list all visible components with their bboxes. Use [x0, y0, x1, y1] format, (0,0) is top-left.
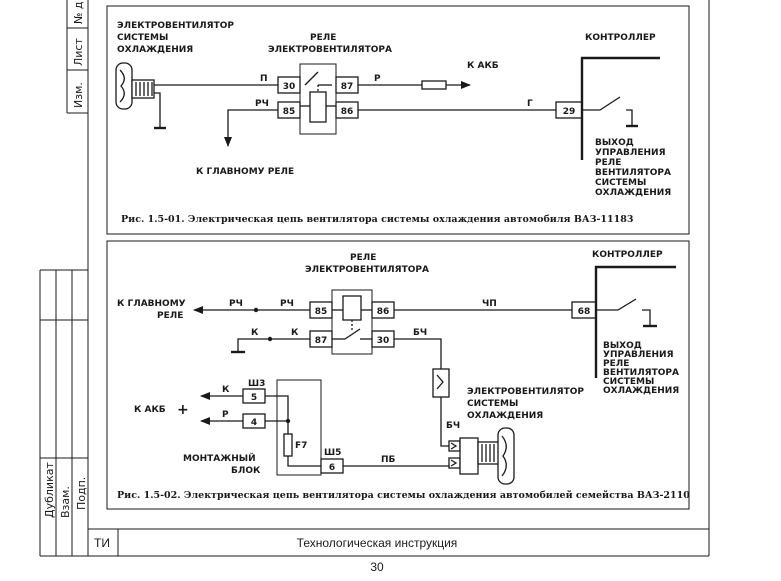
- controller2-label: КОНТРОЛЛЕР: [592, 250, 663, 260]
- stamp-cell-nd: № д: [72, 1, 85, 24]
- relay-label-line1: РЕЛЕ: [310, 33, 336, 43]
- pin2-86: 86: [377, 307, 390, 317]
- output-label-line5: СИСТЕМЫ: [595, 178, 646, 188]
- stamp-cell-vzam: Взам.: [59, 486, 72, 518]
- output-label-line2: УПРАВЛЕНИЯ: [595, 148, 666, 158]
- pin2-68: 68: [578, 307, 591, 317]
- pin-30: 30: [283, 82, 296, 92]
- relay-2: [331, 289, 373, 355]
- pin2-85: 85: [315, 307, 328, 317]
- page-number: 30: [370, 560, 384, 574]
- diagram-2: РЕЛЕ ЭЛЕКТРОВЕНТИЛЯТОРА 85 86 87 30 РЧ Р…: [106, 240, 690, 510]
- relay2-label-line2: ЭЛЕКТРОВЕНТИЛЯТОРА: [305, 265, 429, 275]
- output-label-line6: ОХЛАЖДЕНИЯ: [595, 188, 671, 198]
- relay-label-line2: ЭЛЕКТРОВЕНТИЛЯТОРА: [268, 45, 392, 55]
- main-relay2-line1: К ГЛАВНОМУ: [117, 299, 186, 309]
- wire2-k-a: К: [251, 328, 259, 338]
- pin-29: 29: [563, 107, 576, 117]
- wire-rch-label: РЧ: [255, 99, 269, 109]
- mounting-block: [276, 379, 322, 476]
- output2-line5: СИСТЕМЫ: [603, 377, 654, 387]
- fan2-label-line2: СИСТЕМЫ: [467, 399, 518, 409]
- fuse-icon: [421, 80, 447, 90]
- controller-1: [580, 56, 660, 160]
- stamp-cell-list: Лист: [72, 38, 85, 66]
- fan-label-line2: СИСТЕМЫ: [117, 33, 168, 43]
- pin-86: 86: [341, 107, 354, 117]
- fan-label-line1: ЭЛЕКТРОВЕНТИЛЯТОР: [117, 21, 234, 31]
- output-label-line1: ВЫХОД: [595, 138, 634, 148]
- connector-icon: [432, 368, 450, 398]
- block-label-line2: БЛОК: [231, 466, 261, 476]
- pin2-30: 30: [377, 336, 390, 346]
- main-relay-label: К ГЛАВНОМУ РЕЛЕ: [196, 167, 294, 177]
- relay-1: [299, 63, 337, 135]
- fuse-f7-label: F7: [295, 441, 307, 451]
- controller-2: [594, 265, 676, 378]
- document-frame: [87, 0, 710, 557]
- controller-label: КОНТРОЛЛЕР: [585, 33, 656, 43]
- pin2-87: 87: [315, 336, 328, 346]
- output-label-line4: ВЕНТИЛЯТОРА: [595, 168, 671, 178]
- revision-stamp: № д Лист Изм.: [66, 0, 88, 114]
- output-label-line3: РЕЛЕ: [595, 158, 621, 168]
- output2-line4: ВЕНТИЛЯТОРА: [603, 368, 679, 378]
- footer-code: ТИ: [94, 536, 110, 550]
- stamp-cell-podp: Подп.: [75, 477, 88, 510]
- wire2-bch-a: БЧ: [413, 328, 427, 338]
- fan2-label-line1: ЭЛЕКТРОВЕНТИЛЯТОР: [467, 387, 584, 397]
- block-label-line1: МОНТАЖНЫЙ: [183, 452, 256, 464]
- cooling-fan-2-icon: [448, 427, 515, 485]
- approval-stamp: Дубликат Взам. Подп.: [39, 269, 88, 557]
- akb2-label: К АКБ: [134, 405, 166, 415]
- stamp-cell-dublikat: Дубликат: [43, 462, 56, 518]
- pin2-6: 6: [329, 463, 335, 473]
- wire2-pb: ПБ: [381, 455, 396, 465]
- cooling-fan-icon: [115, 62, 155, 110]
- output2-line1: ВЫХОД: [603, 341, 642, 351]
- output2-line6: ОХЛАЖДЕНИЯ: [603, 386, 679, 396]
- footer-title: Технологическая инструкция: [297, 536, 458, 550]
- conn-sh3-label: Ш3: [248, 379, 265, 389]
- caption-2: Рис. 1.5-02. Электрическая цепь вентилят…: [117, 490, 690, 501]
- wire2-k-c: К: [222, 385, 230, 395]
- fuse-f7-icon: [283, 433, 293, 457]
- wire-r-label: Р: [374, 74, 381, 84]
- pin2-5: 5: [251, 393, 257, 403]
- akb-label: К АКБ: [467, 61, 499, 71]
- plus-sign: +: [177, 402, 189, 418]
- diagram-1: ЭЛЕКТРОВЕНТИЛЯТОР СИСТЕМЫ ОХЛАЖДЕНИЯ П Р…: [106, 5, 690, 235]
- main-relay2-line2: РЕЛЕ: [157, 311, 183, 321]
- output2-line3: РЕЛЕ: [603, 359, 629, 369]
- pin2-4: 4: [251, 418, 257, 428]
- wire2-chp: ЧП: [482, 299, 497, 309]
- wire-p-label: П: [260, 74, 268, 84]
- caption-1: Рис. 1.5-01. Электрическая цепь вентилят…: [121, 214, 633, 225]
- wire-g-label: Г: [527, 99, 533, 109]
- pin-85: 85: [283, 107, 296, 117]
- output2-line2: УПРАВЛЕНИЯ: [603, 350, 674, 360]
- wire2-k-b: К: [291, 328, 299, 338]
- stamp-cell-izm: Изм.: [72, 82, 85, 108]
- fan-label-line3: ОХЛАЖДЕНИЯ: [117, 45, 193, 55]
- conn-sh5-label: Ш5: [324, 448, 341, 458]
- wire2-bch-b: БЧ: [446, 421, 460, 431]
- wire2-rch-b: РЧ: [280, 299, 294, 309]
- fan2-label-line3: ОХЛАЖДЕНИЯ: [467, 411, 543, 421]
- wire2-r: Р: [222, 410, 229, 420]
- pin-87: 87: [341, 82, 354, 92]
- wire2-rch-a: РЧ: [229, 299, 243, 309]
- relay2-label-line1: РЕЛЕ: [350, 253, 376, 263]
